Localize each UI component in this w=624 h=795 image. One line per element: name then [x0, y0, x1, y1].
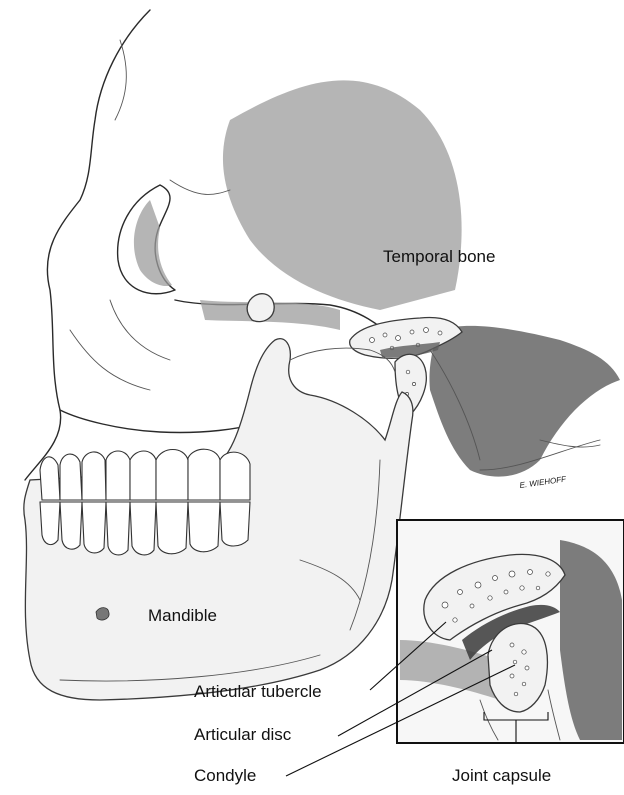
inset-detail	[397, 520, 624, 743]
artist-signature: E. WIEHOFF	[519, 474, 568, 490]
temporal-fossa-shading	[223, 80, 462, 310]
label-temporal-bone: Temporal bone	[383, 247, 495, 266]
upper-teeth	[40, 449, 250, 500]
mastoid-shading	[429, 326, 620, 477]
coronoid-process	[247, 294, 274, 322]
skull-outline	[25, 10, 150, 480]
label-joint-capsule: Joint capsule	[452, 766, 551, 785]
label-articular-disc: Articular disc	[194, 725, 292, 744]
label-articular-tubercle: Articular tubercle	[194, 682, 322, 701]
inset-condyle	[488, 624, 547, 712]
label-condyle: Condyle	[194, 766, 256, 785]
mental-foramen	[96, 608, 109, 620]
label-mandible: Mandible	[148, 606, 217, 625]
